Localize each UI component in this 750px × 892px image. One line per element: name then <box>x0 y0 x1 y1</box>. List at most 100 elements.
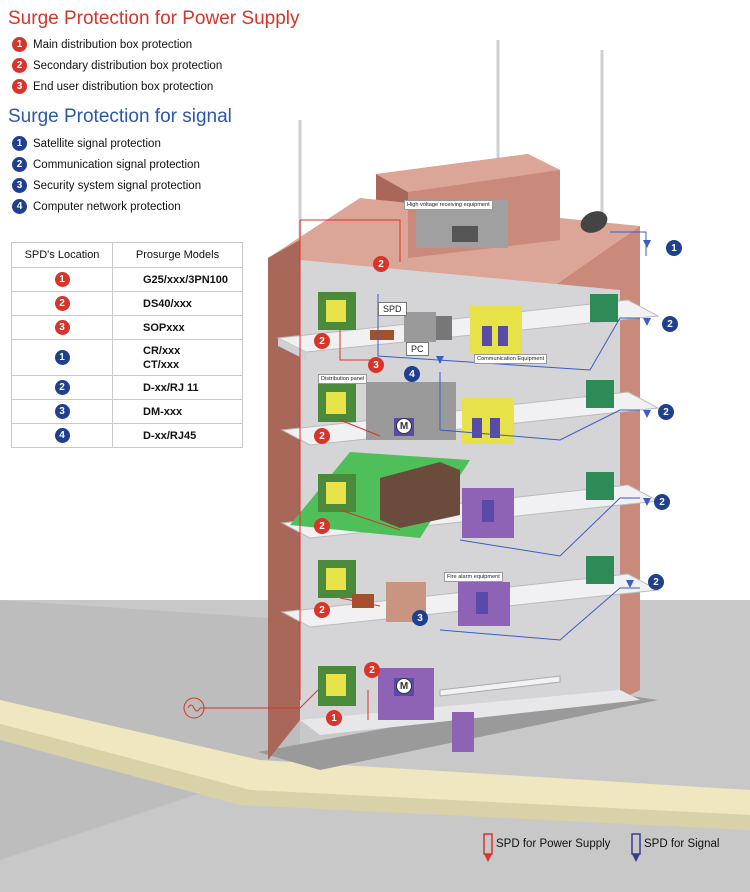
model-cell: SOPxxx <box>112 315 243 340</box>
model-cell: DM-xxx <box>112 399 243 424</box>
legend-item: 2 Secondary distribution box protection <box>12 55 222 76</box>
rail <box>439 675 561 697</box>
power-section-title: Surge Protection for Power Supply <box>8 8 300 29</box>
legend-spd-power: SPD for Power Supply <box>496 838 611 850</box>
location-badge: 4 <box>54 428 70 443</box>
signal-section-title: Surge Protection for signal <box>8 106 232 127</box>
motor-icon: M <box>396 418 412 434</box>
header-models: Prosurge Models <box>112 242 243 268</box>
spd-signal-symbol <box>631 833 641 862</box>
marker-power-3: 3 <box>368 357 384 373</box>
marker-power-2-floor3: 2 <box>314 518 330 534</box>
number-badge: 3 <box>12 178 27 193</box>
table-row: 3 SOPxxx <box>11 315 243 340</box>
marker-power-2-ground: 2 <box>364 662 380 678</box>
legend-item: 1 Satellite signal protection <box>12 133 201 154</box>
building-left-face <box>268 240 300 760</box>
junction-box-3 <box>586 472 614 500</box>
junction-box-5 <box>590 294 618 322</box>
number-badge: 3 <box>12 79 27 94</box>
floor-slab-5-edge <box>278 338 306 360</box>
legend-item: 3 End user distribution box protection <box>12 76 222 97</box>
legend-item: 3 Security system signal protection <box>12 175 201 196</box>
model-cell: D-xx/RJ45 <box>112 423 243 448</box>
power-lines <box>200 219 401 720</box>
marker-signal-2-floor5: 2 <box>662 316 678 332</box>
location-badge: 1 <box>54 350 70 365</box>
power-source-icon <box>183 697 205 719</box>
curb-strip <box>0 700 750 815</box>
number-badge: 1 <box>12 136 27 151</box>
model-cell: D-xx/RJ 11 <box>112 375 243 400</box>
location-cell: 1 <box>11 267 113 292</box>
location-badge: 2 <box>54 380 70 395</box>
road-upper <box>0 600 300 860</box>
location-badge: 3 <box>54 320 70 335</box>
legend-item-label: End user distribution box protection <box>33 80 214 93</box>
marker-signal-3: 3 <box>412 610 428 626</box>
signal-legend-list: 1 Satellite signal protection 2 Communicati… <box>12 133 201 217</box>
marker-signal-2-floor4: 2 <box>658 404 674 420</box>
legend-item-label: Security system signal protection <box>33 179 202 192</box>
penthouse-redraw <box>376 154 560 192</box>
number-badge: 2 <box>12 157 27 172</box>
location-cell: 2 <box>11 291 113 316</box>
table-row: 3 DM-xxx <box>11 399 243 424</box>
legend-item: 2 Communication signal protection <box>12 154 201 175</box>
marker-power-2-floor2: 2 <box>314 602 330 618</box>
number-badge: 1 <box>12 37 27 52</box>
table-header-row: SPD's Location Prosurge Models <box>11 242 243 268</box>
legend-item-label: Main distribution box protection <box>33 38 193 51</box>
pump-cabinet <box>452 712 474 752</box>
location-badge: 2 <box>54 296 70 311</box>
marker-power-2-roof: 2 <box>373 256 389 272</box>
junction-box-4 <box>586 380 614 408</box>
model-cell: DS40/xxx <box>112 291 243 316</box>
location-badge: 1 <box>54 272 70 287</box>
marker-signal-4: 4 <box>404 366 420 382</box>
junction-box-2 <box>586 556 614 584</box>
motor-icon-ground: M <box>396 678 412 694</box>
location-cell: 3 <box>11 399 113 424</box>
router-box <box>370 330 394 340</box>
marker-signal-2-floor3: 2 <box>654 494 670 510</box>
marker-signal-2-floor2: 2 <box>648 574 664 590</box>
table-row: 2 DS40/xxx <box>11 291 243 316</box>
number-badge: 4 <box>12 199 27 214</box>
table-row: 4 D-xx/RJ45 <box>11 423 243 448</box>
curb-strip-2 <box>0 724 750 830</box>
legend-item-label: Communication signal protection <box>33 158 200 171</box>
legend-item-label: Secondary distribution box protection <box>33 59 223 72</box>
marker-power-2-floor4: 2 <box>314 428 330 444</box>
label-distribution-panel: Distribution panel <box>318 374 368 384</box>
legend-item-label: Computer network protection <box>33 200 181 213</box>
box-small <box>352 594 374 608</box>
label-comm-equipment: Communication Equipment <box>474 354 548 364</box>
location-badge: 3 <box>54 404 70 419</box>
location-cell: 1 <box>11 339 113 376</box>
legend-item: 1 Main distribution box protection <box>12 34 222 55</box>
marker-power-2-floor5: 2 <box>314 333 330 349</box>
location-cell: 2 <box>11 375 113 400</box>
pc-monitor <box>436 316 452 340</box>
comm-equipment <box>470 306 522 354</box>
satellite-dish-icon <box>580 211 608 233</box>
spd-unit <box>404 312 436 342</box>
header-location: SPD's Location <box>11 242 113 268</box>
table-row: 2 D-xx/RJ 11 <box>11 375 243 400</box>
spd-power-symbol <box>483 833 493 862</box>
server-racks <box>380 462 460 528</box>
legend-item: 4 Computer network protection <box>12 196 201 217</box>
number-badge: 2 <box>12 58 27 73</box>
label-spd: SPD <box>378 302 407 316</box>
location-cell: 4 <box>11 423 113 448</box>
marker-signal-1: 1 <box>666 240 682 256</box>
hv-equipment-redraw <box>452 226 478 242</box>
legend-spd-signal: SPD for Signal <box>644 838 720 850</box>
comm-equipment-4 <box>462 398 514 444</box>
legend-item-label: Satellite signal protection <box>33 137 161 150</box>
label-fire-alarm: Fire alarm equipment <box>444 572 503 582</box>
